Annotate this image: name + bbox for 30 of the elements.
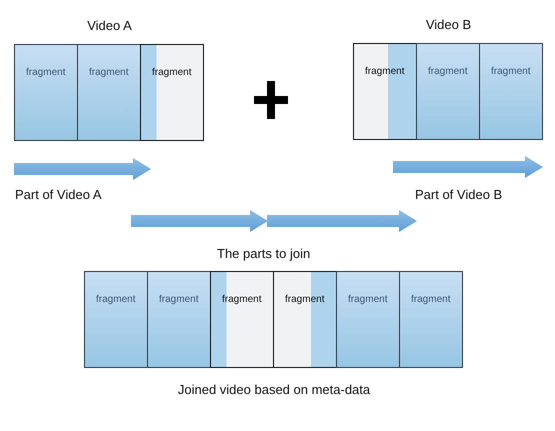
caption-text: Part of Video B	[415, 187, 502, 202]
video-title: Video A	[87, 18, 132, 34]
fragment-block	[14, 44, 78, 141]
fragment-block	[352, 43, 417, 140]
caption-text: The parts to join	[217, 246, 310, 261]
video-title: Joined video based on meta-data	[178, 382, 370, 398]
caption-text: Part of Video A	[15, 187, 102, 202]
fragment-block	[272, 271, 337, 368]
fragment-block	[140, 44, 204, 141]
fragment-block	[336, 271, 400, 368]
fragment-block	[76, 44, 141, 141]
fragment-label: fragment	[96, 294, 136, 305]
fragment-label: fragment	[428, 66, 468, 77]
fragment-block	[146, 271, 211, 368]
fragment-label: fragment	[348, 294, 388, 305]
fragment-label: fragment	[222, 294, 262, 305]
fragment-label: fragment	[152, 67, 192, 78]
fragment-label: fragment	[411, 294, 450, 305]
fragment-block	[478, 43, 543, 140]
video-title: Video B	[426, 17, 472, 33]
fragment-label: fragment	[159, 294, 198, 305]
fragment-label: fragment	[365, 66, 404, 77]
fragment-block	[416, 43, 480, 140]
fragment-block	[398, 271, 463, 368]
fragment-label: fragment	[491, 66, 530, 77]
fragment-block	[210, 271, 274, 368]
fragment-block	[84, 271, 148, 368]
fragment-label: fragment	[89, 67, 128, 78]
fragment-label: fragment	[285, 294, 324, 305]
fragment-label: fragment	[26, 67, 66, 78]
